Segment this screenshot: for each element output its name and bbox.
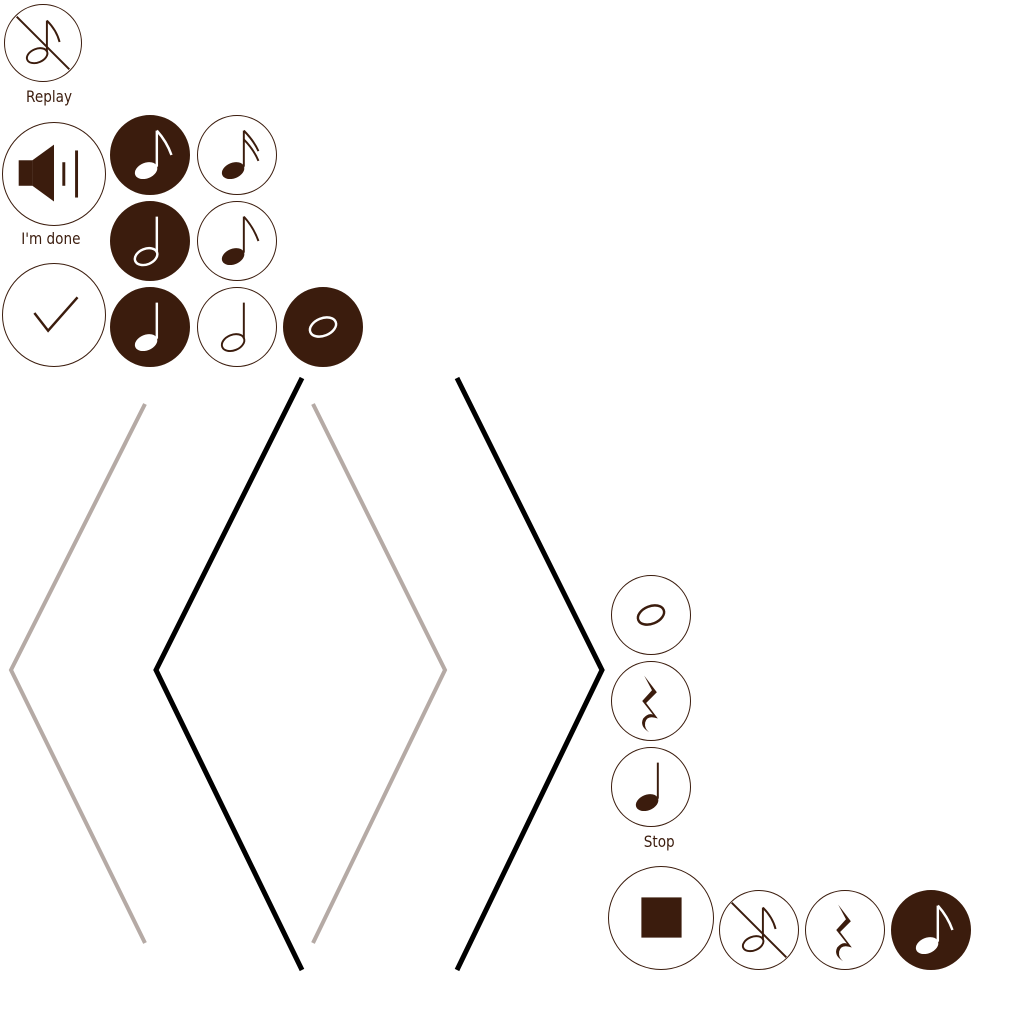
no-note-icon (16, 16, 70, 70)
quarter-note-icon (635, 762, 659, 812)
note-button-quarter[interactable] (110, 287, 190, 367)
rest-button-quarter[interactable] (611, 661, 691, 741)
quarter-rest-icon (642, 675, 658, 733)
no-note-icon (731, 902, 787, 958)
right-arrow-light (311, 403, 448, 944)
note-button-eighth-light[interactable] (197, 201, 277, 281)
note-button-half[interactable] (110, 201, 190, 281)
replay-label: Replay (26, 87, 73, 106)
checkmark-icon (33, 296, 79, 333)
note-button-whole-light[interactable] (611, 575, 691, 655)
note-button-eighth[interactable] (110, 115, 190, 195)
left-arrow-light (8, 403, 147, 944)
note-button-sixteenth[interactable] (197, 115, 277, 195)
done-button[interactable] (2, 263, 106, 367)
speaker-icon (18, 144, 79, 202)
right-arrow-dark (454, 376, 605, 972)
no-note-button[interactable] (719, 890, 799, 970)
eighth-note-icon (915, 904, 954, 955)
whole-note-icon (636, 604, 666, 626)
stop-square-icon (641, 897, 682, 938)
note-button-whole[interactable] (283, 287, 363, 367)
quarter-note-icon (134, 302, 159, 352)
eighth-note-icon (134, 129, 173, 180)
speaker-button[interactable] (2, 122, 106, 226)
left-arrow-dark (153, 376, 305, 972)
note-button-half-light[interactable] (197, 287, 277, 367)
sixteenth-note-icon (221, 129, 260, 180)
half-note-icon (220, 302, 246, 353)
replay-button[interactable] (4, 4, 82, 82)
quarter-rest-icon (836, 904, 852, 962)
half-note-icon (133, 216, 159, 267)
stop-button[interactable] (608, 866, 714, 970)
note-button-eighth-bottom[interactable] (891, 890, 971, 970)
rest-button-quarter-bottom[interactable] (805, 890, 885, 970)
note-button-quarter-light[interactable] (611, 747, 691, 827)
whole-note-icon (308, 316, 338, 338)
eighth-note-icon (221, 215, 260, 266)
done-label: I'm done (21, 229, 81, 248)
stop-label: Stop (643, 832, 675, 851)
